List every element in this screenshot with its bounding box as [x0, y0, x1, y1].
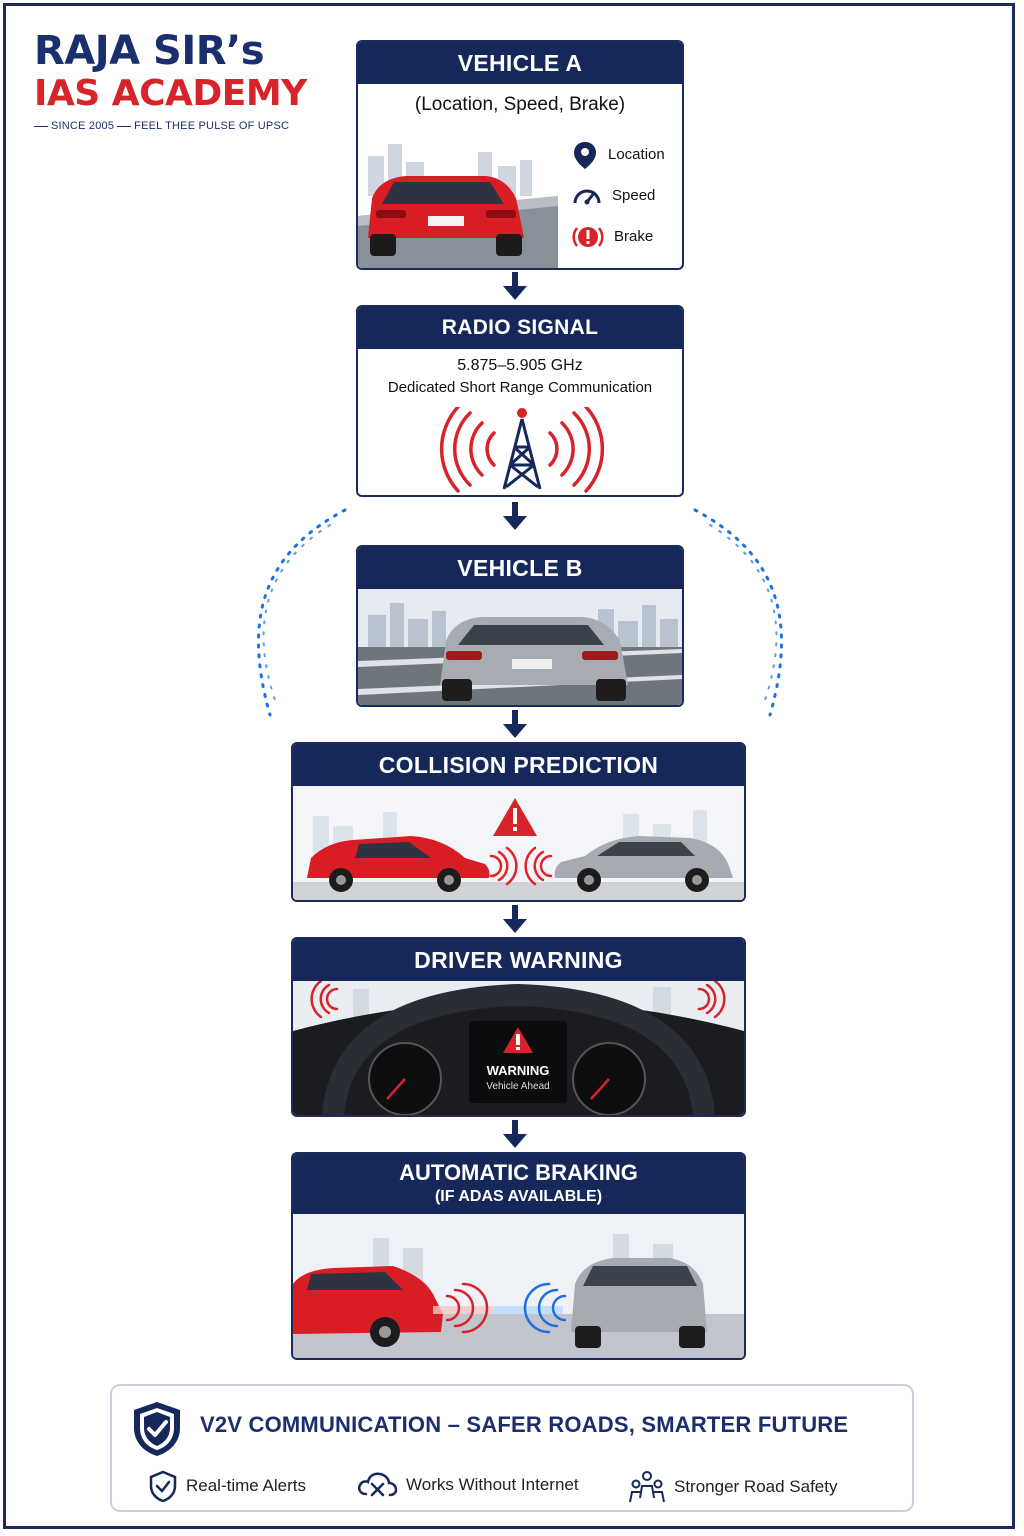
brake-warning-icon	[572, 226, 604, 247]
academy-logo: RAJA SIR’s IAS ACADEMY SINCE 2005 FEEL T…	[34, 28, 334, 132]
automatic-braking-subtitle: (IF ADAS AVAILABLE)	[434, 1188, 603, 1205]
step-vehicle-b: VEHICLE B	[356, 545, 684, 707]
summary-panel: V2V COMMUNICATION – SAFER ROADS, SMARTER…	[110, 1384, 914, 1512]
collision-prediction-title: COLLISION PREDICTION	[293, 744, 744, 786]
feature-stronger-road-safety-label: Stronger Road Safety	[674, 1477, 838, 1496]
step-radio-signal: RADIO SIGNAL 5.875–5.905 GHz Dedicated S…	[356, 305, 684, 497]
radio-tower-icon	[439, 407, 605, 493]
step-automatic-braking: AUTOMATIC BRAKING (IF ADAS AVAILABLE)	[291, 1152, 746, 1360]
automatic-braking-title: AUTOMATIC BRAKING	[399, 1160, 638, 1185]
driver-warning-title: DRIVER WARNING	[293, 939, 744, 981]
legend-brake-label: Brake	[614, 228, 654, 245]
flow-arrow-1	[503, 272, 527, 300]
flow-arrow-5	[503, 1120, 527, 1148]
shield-check-badge-icon	[134, 1402, 180, 1456]
radio-frequency: 5.875–5.905 GHz	[457, 357, 583, 374]
tagline-motto: FEEL THEE PULSE OF UPSC	[134, 120, 290, 132]
feature-works-without-internet-label: Works Without Internet	[406, 1475, 579, 1494]
page-frame	[3, 3, 1015, 1529]
feature-real-time-alerts: Real-time Alerts	[148, 1470, 306, 1502]
automatic-braking-header: AUTOMATIC BRAKING (IF ADAS AVAILABLE)	[293, 1154, 744, 1214]
legend-location: Location	[572, 134, 665, 175]
warning-title: WARNING	[486, 1063, 550, 1078]
flow-arrow-4	[503, 905, 527, 933]
vehicle-a-legend: Location Speed Brake	[572, 134, 665, 257]
legend-speed-label: Speed	[612, 187, 656, 204]
dashboard-image	[293, 981, 744, 1115]
signal-arc-left	[257, 508, 347, 717]
vehicle-a-title: VEHICLE A	[358, 42, 682, 84]
legend-speed: Speed	[572, 175, 665, 216]
radio-description: Dedicated Short Range Communication	[387, 379, 653, 396]
feature-stronger-road-safety: Stronger Road Safety	[628, 1470, 837, 1504]
logo-line-2: IAS ACADEMY	[34, 73, 307, 114]
warning-text: Vehicle Ahead	[486, 1081, 550, 1092]
feature-works-without-internet: Works Without Internet	[356, 1470, 579, 1500]
logo-line-1: RAJA SIR’s	[34, 28, 265, 74]
location-pin-icon	[574, 141, 596, 169]
cloud-offline-icon	[358, 1472, 398, 1497]
logo-tagline: SINCE 2005 FEEL THEE PULSE OF UPSC	[34, 120, 334, 132]
step-driver-warning: DRIVER WARNING WARNING Vehicle Ahead	[291, 937, 746, 1117]
flow-arrow-2	[503, 502, 527, 530]
collision-scene-image	[293, 786, 744, 900]
people-icon	[629, 1471, 665, 1503]
signal-arc-right	[693, 508, 783, 717]
step-vehicle-a: VEHICLE A (Location, Speed, Brake) Locat…	[356, 40, 684, 270]
braking-scene-image	[293, 1214, 744, 1358]
vehicle-a-subtitle: (Location, Speed, Brake)	[414, 94, 626, 115]
tagline-since: SINCE 2005	[51, 120, 115, 132]
summary-title: V2V COMMUNICATION – SAFER ROADS, SMARTER…	[200, 1412, 849, 1437]
feature-real-time-alerts-label: Real-time Alerts	[186, 1476, 306, 1495]
legend-brake: Brake	[572, 216, 665, 257]
vehicle-b-title: VEHICLE B	[358, 547, 682, 589]
radio-signal-title: RADIO SIGNAL	[358, 307, 682, 349]
red-car-rear-image	[358, 126, 558, 268]
flow-arrow-3	[503, 710, 527, 738]
step-collision-prediction: COLLISION PREDICTION	[291, 742, 746, 902]
legend-location-label: Location	[608, 146, 665, 163]
shield-check-icon	[149, 1470, 177, 1502]
silver-car-image	[358, 589, 682, 705]
speedometer-icon	[573, 189, 601, 204]
